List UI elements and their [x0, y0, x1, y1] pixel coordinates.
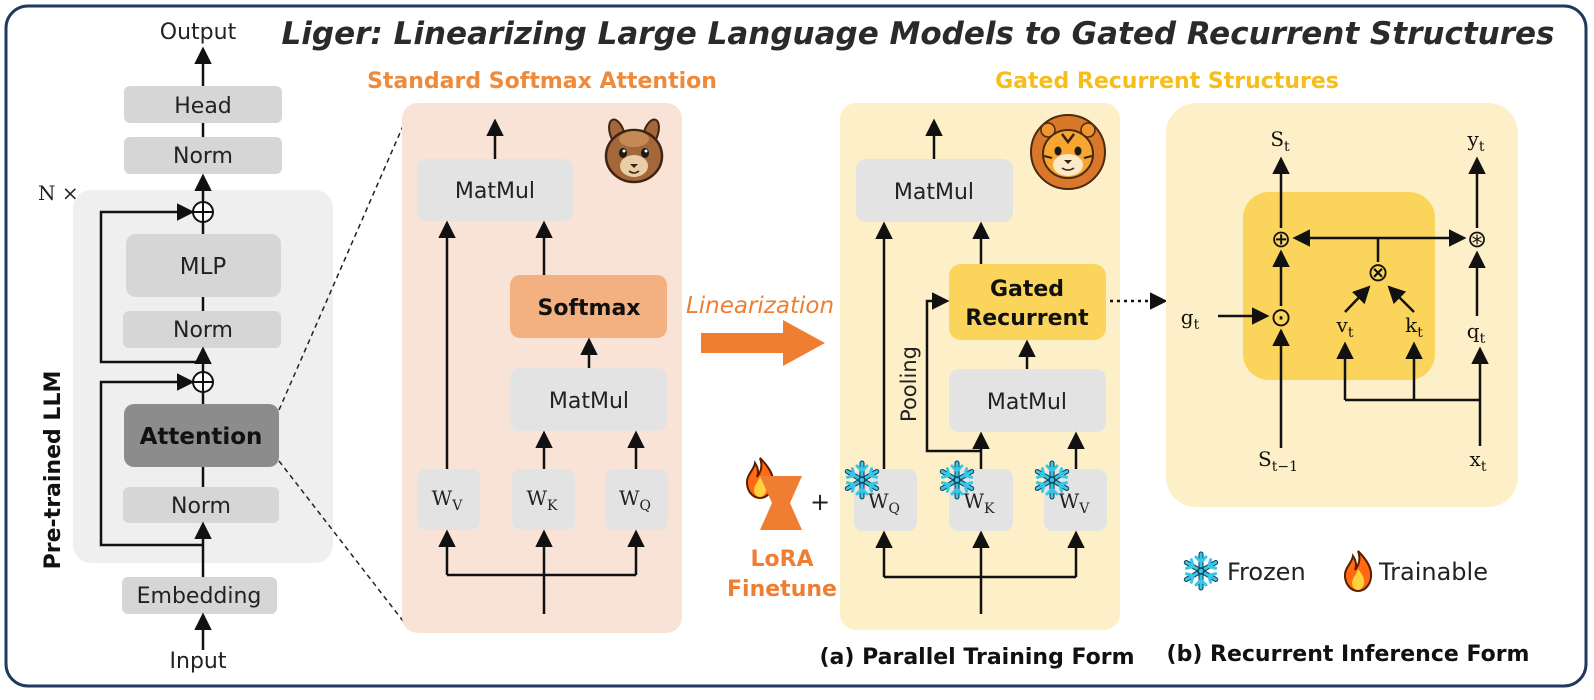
- head-label: Head: [174, 94, 232, 119]
- repeat-label: N ×: [38, 181, 79, 205]
- norm-bottom-label: Norm: [171, 494, 231, 519]
- lora-label: LoRA: [750, 547, 813, 572]
- hadamard-operator-icon: ⊙: [1270, 303, 1292, 333]
- lora-finetune: + LoRA Finetune: [727, 457, 837, 602]
- parallel-caption: (a) Parallel Training Form: [819, 645, 1134, 670]
- softmax-wq-label: WQ: [619, 486, 651, 514]
- parallel-wv-label: WV: [1059, 489, 1091, 517]
- legend: Frozen Trainable: [1186, 550, 1488, 592]
- figure-title: Liger: Linearizing Large Language Models…: [282, 16, 1555, 52]
- softmax-wk-box: [512, 469, 575, 530]
- attention-box: [124, 404, 279, 467]
- llama-icon: [604, 118, 664, 184]
- lora-hourglass-icon: [760, 476, 802, 530]
- softmax-box: [510, 275, 667, 338]
- gated-recurrent-label-1: Gated: [990, 277, 1064, 302]
- gated-section-title: Gated Recurrent Structures: [995, 69, 1339, 94]
- softmax-matmul-top-label: MatMul: [455, 179, 535, 204]
- parallel-matmul-bottom-label: MatMul: [987, 390, 1067, 415]
- softmax-wv-box: [417, 469, 480, 530]
- head-box: [124, 86, 282, 123]
- attention-label: Attention: [140, 424, 263, 450]
- parallel-matmul-bottom-box: [949, 369, 1106, 432]
- vt-label: vt: [1336, 313, 1354, 341]
- legend-trainable-label: Trainable: [1378, 558, 1488, 586]
- norm-mid-label: Norm: [173, 318, 233, 343]
- softmax-matmul-top-box: [417, 159, 573, 221]
- pooling-label: Pooling: [897, 346, 921, 422]
- add-operator-icon: ⊕: [1271, 225, 1291, 253]
- star-operator-icon: ⊛: [1467, 225, 1487, 253]
- gated-recurrent-label-2: Recurrent: [965, 306, 1089, 331]
- softmax-matmul-bottom-box: [510, 368, 667, 431]
- linearization-label: Linearization: [686, 293, 834, 319]
- gt-label: gt: [1181, 305, 1200, 333]
- st-label: St: [1270, 127, 1290, 155]
- parallel-training-panel: MatMul Gated Recurrent MatMul Pooling WQ…: [819, 103, 1135, 670]
- yt-label: yt: [1467, 127, 1485, 155]
- llm-stack: N × Pre-trained LLM Output Head Norm MLP…: [38, 20, 411, 674]
- kt-label: kt: [1405, 313, 1423, 341]
- recurrent-caption: (b) Recurrent Inference Form: [1167, 642, 1530, 667]
- norm-mid-box: [123, 311, 281, 348]
- softmax-matmul-bottom-label: MatMul: [549, 389, 629, 414]
- embedding-box: [122, 577, 277, 614]
- softmax-wv-label: WV: [432, 486, 464, 514]
- tiger-icon: [1030, 114, 1106, 190]
- mlp-box: [126, 234, 281, 297]
- input-label: Input: [170, 649, 227, 674]
- softmax-attention-panel: Standard Softmax Attention MatMul Softma…: [367, 69, 717, 633]
- output-label: Output: [160, 20, 237, 45]
- llm-side-label: Pre-trained LLM: [41, 371, 66, 570]
- softmax-wq-box: [605, 469, 668, 530]
- norm-top-box: [124, 137, 282, 174]
- softmax-label: Softmax: [537, 296, 640, 321]
- linearization-arrow: Linearization: [686, 293, 834, 366]
- xt-label: xt: [1470, 447, 1487, 475]
- norm-top-label: Norm: [173, 144, 233, 169]
- softmax-panel-title: Standard Softmax Attention: [367, 69, 717, 94]
- legend-frozen-label: Frozen: [1227, 558, 1306, 586]
- finetune-label: Finetune: [727, 577, 837, 602]
- norm-bottom-box: [123, 487, 279, 523]
- parallel-matmul-top-box: [856, 159, 1013, 222]
- qt-label: qt: [1467, 319, 1486, 347]
- pooling-path: [925, 292, 981, 453]
- st-prev-label: St−1: [1258, 447, 1298, 475]
- residual-path-attention: [99, 373, 203, 547]
- gated-recurrent-box: [949, 264, 1106, 340]
- residual-path-mlp: [99, 203, 203, 364]
- lora-plus: +: [810, 488, 830, 516]
- outer-product-operator-icon: ⊗: [1367, 258, 1389, 288]
- recurrent-inference-panel: St yt gt vt kt qt St−1 xt ⊕ ⊙ ⊗ ⊛ (b) Re…: [1166, 103, 1529, 667]
- embedding-label: Embedding: [137, 584, 262, 609]
- parallel-wk-label: WK: [963, 489, 995, 517]
- parallel-matmul-top-label: MatMul: [894, 180, 974, 205]
- recurrent-core-bg: [1243, 192, 1435, 380]
- mlp-label: MLP: [180, 254, 227, 280]
- softmax-wk-label: WK: [526, 486, 558, 514]
- parallel-wq-label: WQ: [868, 489, 900, 517]
